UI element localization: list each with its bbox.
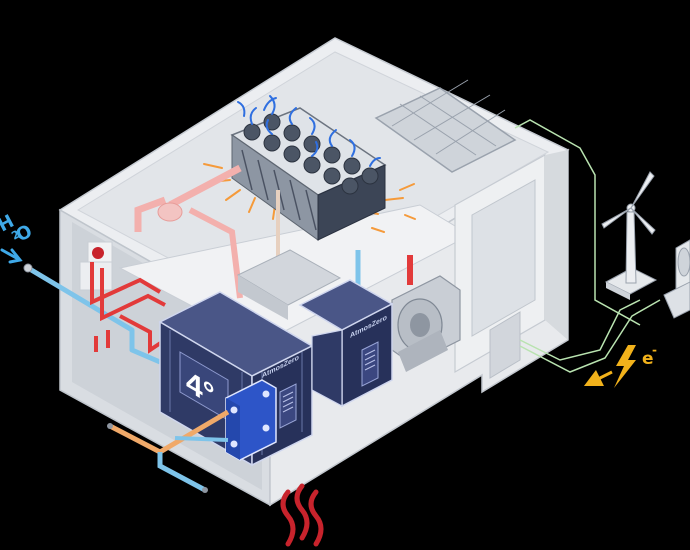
wind-turbine-icon [601, 171, 658, 300]
internal-pipes [134, 164, 413, 300]
heat-waves-icon [280, 483, 324, 547]
water-inlet-pipe [23, 263, 161, 365]
roof-air-cooler [203, 95, 416, 241]
water-indicator: H 2 O [0, 211, 36, 264]
plate-heat-exchanger [225, 379, 277, 461]
electricity-arrow-icon [583, 369, 613, 387]
water-arrow-icon [0, 248, 23, 264]
wall-water-inlet [79, 241, 113, 291]
compressor-motor [391, 275, 461, 372]
solar-panel-icon [374, 79, 517, 173]
power-plant-icon [663, 239, 690, 319]
power-wires [514, 119, 661, 373]
process-pipes [107, 409, 230, 493]
electron-charge-label: - [652, 343, 657, 357]
interior-tank [236, 249, 342, 320]
building-annex [454, 150, 568, 379]
water-label-o: O [12, 221, 35, 247]
heat-pump-unit-back: AtmosZero [298, 279, 394, 408]
electron-label: e [642, 349, 654, 369]
electricity-indicator: e - [583, 343, 657, 388]
hot-water-pipes [90, 262, 167, 354]
lightning-bolt-icon [614, 345, 636, 388]
